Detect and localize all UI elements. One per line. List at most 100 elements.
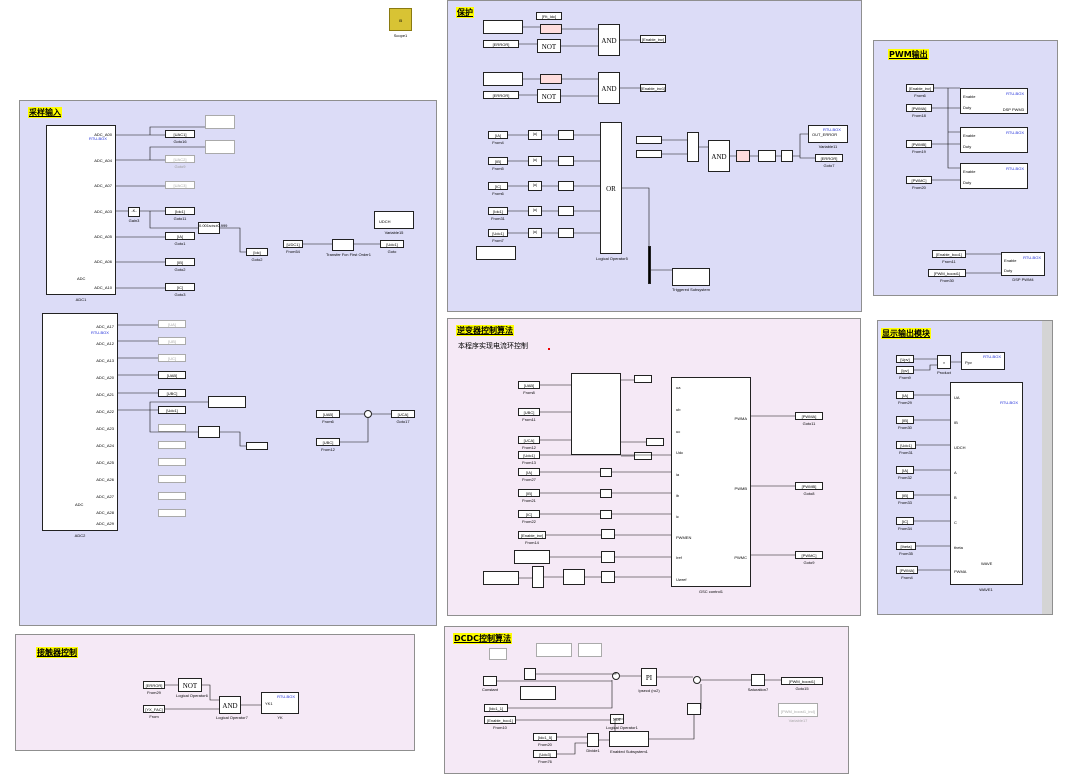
dcdc-goto-pwm[interactable]: [PWM_boost1]: [781, 677, 823, 685]
inv-mux[interactable]: [532, 566, 544, 588]
sample-tf1-block[interactable]: 0.001s±s±0.999: [198, 222, 227, 234]
protect-abs-5[interactable]: |u|: [528, 228, 542, 238]
display-from-5[interactable]: [IA]: [896, 466, 914, 474]
inv-gain-b[interactable]: [600, 489, 612, 498]
adc2-goto-10[interactable]: [158, 492, 186, 500]
protect-cmp-5[interactable]: [558, 228, 574, 238]
adc2-goto-0[interactable]: [UA]: [158, 320, 186, 328]
inv-sat-1[interactable]: [601, 551, 615, 563]
dcdc-sat-small[interactable]: [524, 668, 536, 680]
inv-goto-ub[interactable]: [634, 452, 652, 460]
protect-goto-1[interactable]: [Enable_inv]: [640, 35, 666, 43]
inv-gsc-control[interactable]: ua ub uc Udc ia ib ic PWMEN Iref Uwref P…: [671, 377, 751, 587]
display-from-9[interactable]: [PWMA]: [896, 566, 918, 574]
inv-var-1[interactable]: [514, 550, 550, 564]
pwm-from-pwmc[interactable]: [PWMC]: [906, 176, 932, 184]
inv-from-6[interactable]: [IC]: [518, 510, 540, 518]
display-from-1[interactable]: [Ipv]: [896, 366, 914, 374]
protect-fcn-3[interactable]: [736, 150, 750, 162]
dcdc-from-ipv[interactable]: [Udc3]: [533, 750, 557, 758]
inv-rate-limiter[interactable]: [563, 569, 585, 585]
adc2-goto-6[interactable]: [158, 424, 186, 432]
pwm-from-enable[interactable]: [Enable_inv]: [906, 84, 934, 92]
display-from-8[interactable]: [Iheta]: [896, 542, 916, 550]
dcdc-faded-const[interactable]: [489, 648, 507, 660]
adc1-block[interactable]: RTU-BOX ADC_A00 ADC_A04 ADC_A07 ADC_A03 …: [46, 125, 116, 295]
inv-from-7[interactable]: [Enable_inv]: [518, 531, 546, 539]
display-ppv-var[interactable]: RTU-BOX Ppv: [961, 352, 1005, 370]
inv-goto-theta[interactable]: [646, 438, 664, 446]
adc2-goto-2[interactable]: [UC]: [158, 354, 186, 362]
contactor-yk-var[interactable]: RTU-BOX YK1: [261, 692, 299, 714]
pwm-dsp-block-2[interactable]: RTU-BOX Enable Duty: [960, 127, 1028, 153]
protect-not-2[interactable]: NOT: [537, 89, 561, 103]
dcdc-var-5[interactable]: [520, 686, 556, 700]
sample-goto-5[interactable]: [IB]: [165, 258, 195, 266]
pwm-dsp-block-3[interactable]: RTU-BOX Enable Duty: [960, 163, 1028, 189]
protect-fcn-2[interactable]: [540, 74, 562, 84]
dcdc-faded-var[interactable]: [536, 643, 572, 657]
protect-abs-4[interactable]: |u|: [528, 206, 542, 216]
protect-from-udc[interactable]: [Udc1]: [488, 229, 508, 237]
dcdc-faded-var-2[interactable]: [PWM_boost1_ind]: [778, 703, 818, 717]
sample-faded-var-2[interactable]: [205, 140, 235, 154]
protect-abs-2[interactable]: |u|: [528, 156, 542, 166]
sample-goto-udc[interactable]: [Udc1]: [380, 240, 404, 248]
display-product[interactable]: ×: [937, 355, 951, 369]
scope-block[interactable]: I5: [389, 8, 412, 31]
sample-goto-6[interactable]: [IC]: [165, 283, 195, 291]
adc2-goto-3[interactable]: [UAB]: [158, 371, 186, 379]
contactor-from-yxfac[interactable]: [YX_FAC]: [143, 705, 165, 713]
inv-from-2[interactable]: [UCA]: [518, 436, 540, 444]
adc2-goto-8[interactable]: [158, 458, 186, 466]
adc2-tf3[interactable]: [198, 426, 220, 438]
inv-goto-pwmc[interactable]: [PWMC]: [795, 551, 823, 559]
inv-from-5[interactable]: [IB]: [518, 489, 540, 497]
dcdc-faded-limiter[interactable]: [578, 643, 602, 657]
protect-var-1[interactable]: [483, 20, 523, 34]
adc2-goto-idc[interactable]: [246, 442, 268, 450]
inv-from-1[interactable]: [UBC]: [518, 408, 540, 416]
protect-cmp-4[interactable]: [558, 206, 574, 216]
protect-from-1[interactable]: [Fit_Idc]: [536, 12, 562, 20]
protect-unit-delay[interactable]: [781, 150, 793, 162]
display-from-3[interactable]: [IB]: [896, 416, 914, 424]
inv-gain-c[interactable]: [600, 510, 612, 519]
sample-goto-2[interactable]: [UAC3]: [165, 181, 195, 189]
sample-udch-var[interactable]: UDCH: [374, 211, 414, 229]
sample-faded-var-1[interactable]: [205, 115, 235, 129]
protect-not-1[interactable]: NOT: [537, 39, 561, 53]
protect-from-ia[interactable]: [IA]: [488, 131, 508, 139]
display-from-0[interactable]: [Upv]: [896, 355, 914, 363]
protect-var-bottom[interactable]: [476, 246, 516, 260]
dcdc-pi[interactable]: PI: [641, 668, 657, 686]
protect-from-enable[interactable]: [636, 136, 662, 144]
protect-from-enable-boost[interactable]: [636, 150, 662, 158]
sample-idc-goto[interactable]: [Idc]: [246, 248, 268, 256]
sample-gain-block[interactable]: -K-: [128, 207, 140, 217]
sample-goto-4[interactable]: [IA]: [165, 232, 195, 240]
sample-tf2-block[interactable]: [332, 239, 354, 251]
inv-goto-pwma[interactable]: [PWMA]: [795, 412, 823, 420]
pwm-from-pwma[interactable]: [PWMA]: [906, 104, 932, 112]
protect-data-conv[interactable]: [758, 150, 776, 162]
inv-goto-pwmb[interactable]: [PWMB]: [795, 482, 823, 490]
adc2-goto-4[interactable]: [UBC]: [158, 389, 186, 397]
adc2-goto-11[interactable]: [158, 509, 186, 517]
inv-from-3[interactable]: [Udc1]: [518, 451, 540, 459]
protect-from-error-2[interactable]: [ERROR]: [483, 91, 519, 99]
adc2-block[interactable]: RTU-BOX ADC_A17 ADC_A12 ADC_A13 ADC_A20 …: [42, 313, 118, 531]
protect-out-error-var[interactable]: RTU-BOX OUT_ERROR: [808, 125, 848, 143]
inv-var-2[interactable]: [483, 571, 519, 585]
pwm-from-pwm-boost[interactable]: [PWM_boost1]: [928, 269, 966, 277]
display-from-6[interactable]: [IB]: [896, 491, 914, 499]
inv-gain-a[interactable]: [600, 468, 612, 477]
inv-source-config[interactable]: [571, 373, 621, 455]
protect-from-idc[interactable]: [Idc1]: [488, 207, 508, 215]
protect-var-2[interactable]: [483, 72, 523, 86]
protect-and-1[interactable]: AND: [598, 24, 620, 56]
dcdc-sat7[interactable]: [751, 674, 765, 686]
display-from-2[interactable]: [IA]: [896, 391, 914, 399]
protect-triggered-subsystem[interactable]: [672, 268, 710, 286]
sub-sum[interactable]: [364, 410, 372, 418]
